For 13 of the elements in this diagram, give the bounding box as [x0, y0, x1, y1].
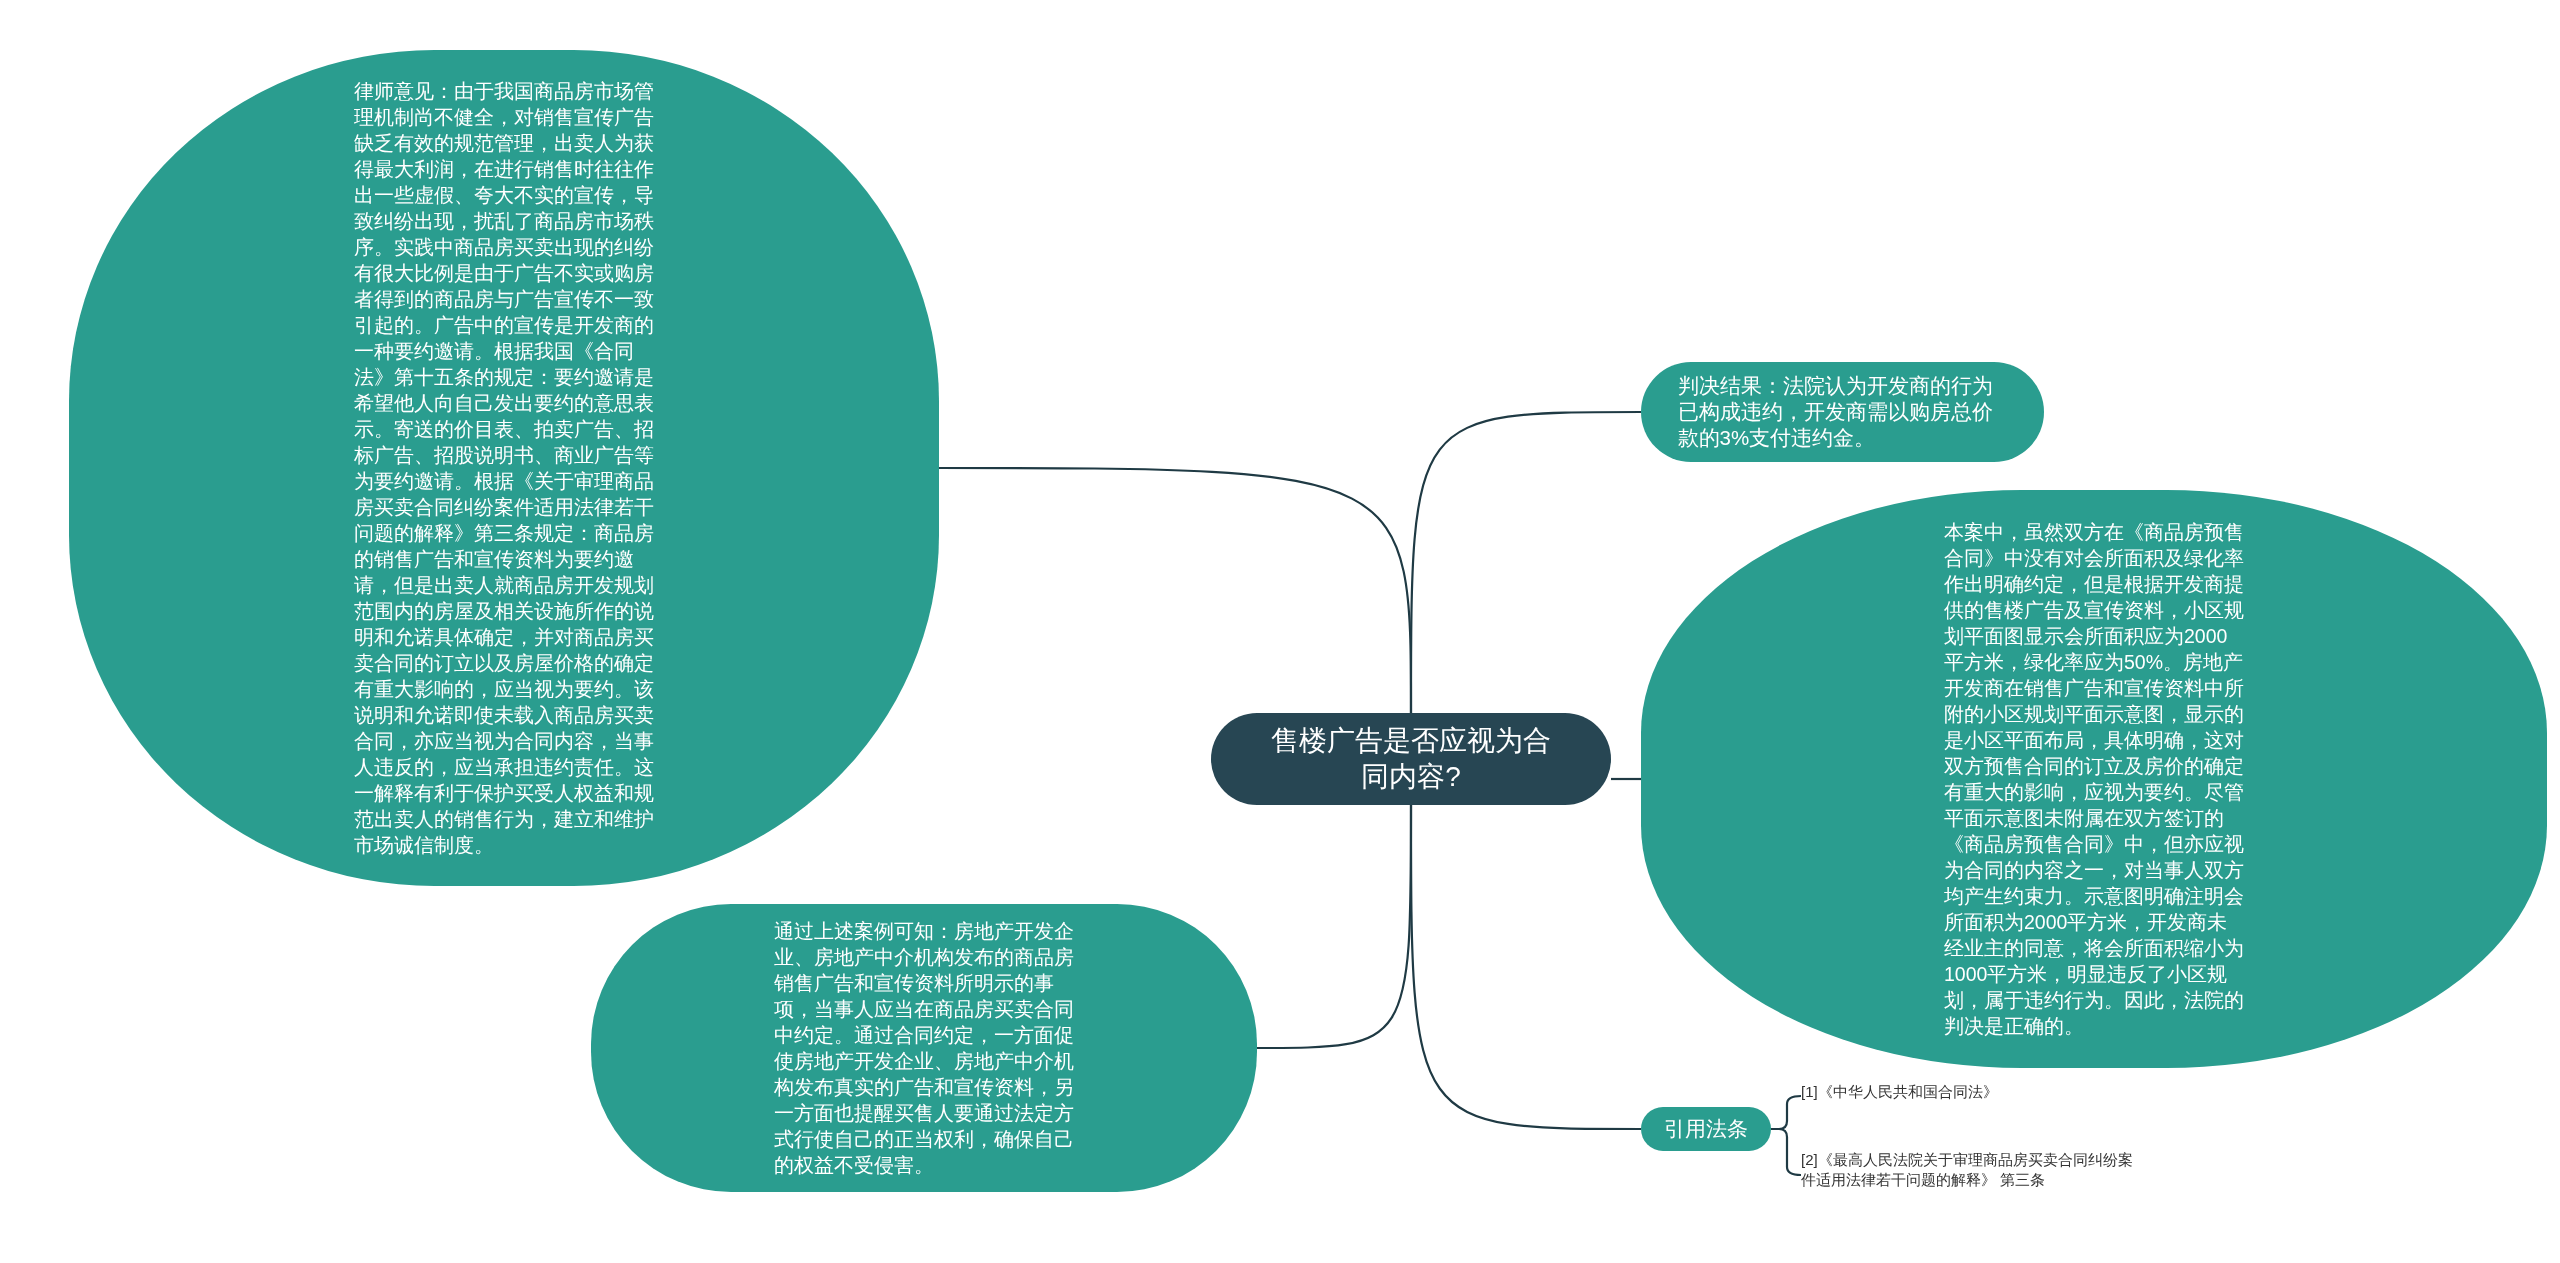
node-text: 判决结果：法院认为开发商的行为已构成违约，开发商需以购房总价款的3%支付违约金。	[1677, 373, 1994, 451]
node-text: 售楼广告是否应视为合同内容?	[1270, 724, 1552, 794]
topic-box	[1641, 1107, 1771, 1151]
reference-text: [2]《最高人民法院关于审理商品房买卖合同纠纷案件适用法律若干问题的解释》 第三条	[1801, 1150, 2134, 1190]
connector-line	[1611, 777, 1641, 781]
node-text: 本案中，虽然双方在《商品房预售合同》中没有对会所面积及绿化率作出明确约定，但是根据开发商提供的售楼广告及宣传资料，小区规划平面图显示会所面积应为2000平方米，绿化率应为50%。房地产开发商在销售广告和宣传资料中所附的小区规划平面示意图，显示的是小区平面布局，具体明确，这对双方预售合同的订立及房价的确定有重大的影响，应视为要约。尽管平面示意图未附属在双方签订的《商品房预售合同》中，但亦应视为合同的内容之一，对当事人双方均产生约束力。示意图明确注明会所面积为2000平方米，开发商未经业主的同意，将会所面积缩小为1000平方米，明显违反了小区规划，属于违约行为。因此，法院的判决是正确的。	[1944, 520, 2244, 1039]
reference-text: [1]《中华人民共和国合同法》	[1801, 1082, 1999, 1102]
node-text: 引用法条	[1664, 1116, 1748, 1143]
connector-line	[1409, 410, 1641, 713]
connector-line	[1409, 805, 1641, 1131]
node-text: 通过上述案例可知：房地产开发企业、房地产中介机构发布的商品房销售广告和宣传资料所明示的事项，当事人应当在商品房买卖合同中约定。通过合同约定，一方面促使房地产开发企业、房地产中介机构发布真实的广告和宣传资料，另一方面也提醒买售人要通过法定方式行使自己的正当权利，确保自己的权益不受侵害。	[774, 919, 1074, 1178]
connector-line	[1771, 1127, 1802, 1177]
node-text: 律师意见：由于我国商品房市场管理机制尚不健全，对销售宣传广告缺乏有效的规范管理，出卖人为获得最大利润，在进行销售时往往作出一些虚假、夸大不实的宣传，导致纠纷出现，扰乱了商品房市场秩序。实践中商品房买卖出现的纠纷有很大比例是由于广告不实或购房者得到的商品房与广告宣传不一致引起的。广告中的宣传是开发商的一种要约邀请。根据我国《合同法》第十五条的规定：要约邀请是希望他人向自己发出要约的意思表示。寄送的价目表、拍卖广告、招标广告、招股说明书、商业广告等为要约邀请。根据《关于审理商品房买卖合同纠纷案件适用法律若干问题的解释》第三条规定：商品房的销售广告和宣传资料为要约邀请，但是出卖人就商品房开发规划范围内的房屋及相关设施所作的说明和允诺具体确定，并对商品房买卖合同的订立以及房屋价格的确定有重大影响的，应当视为要约。该说明和允诺即使未载入商品房买卖合同，亦应当视为合同内容，当事人违反的，应当承担违约责任。这一解释有利于保护买受人权益和规范出卖人的销售行为，建立和维护市场诚信制度。	[354, 79, 654, 858]
